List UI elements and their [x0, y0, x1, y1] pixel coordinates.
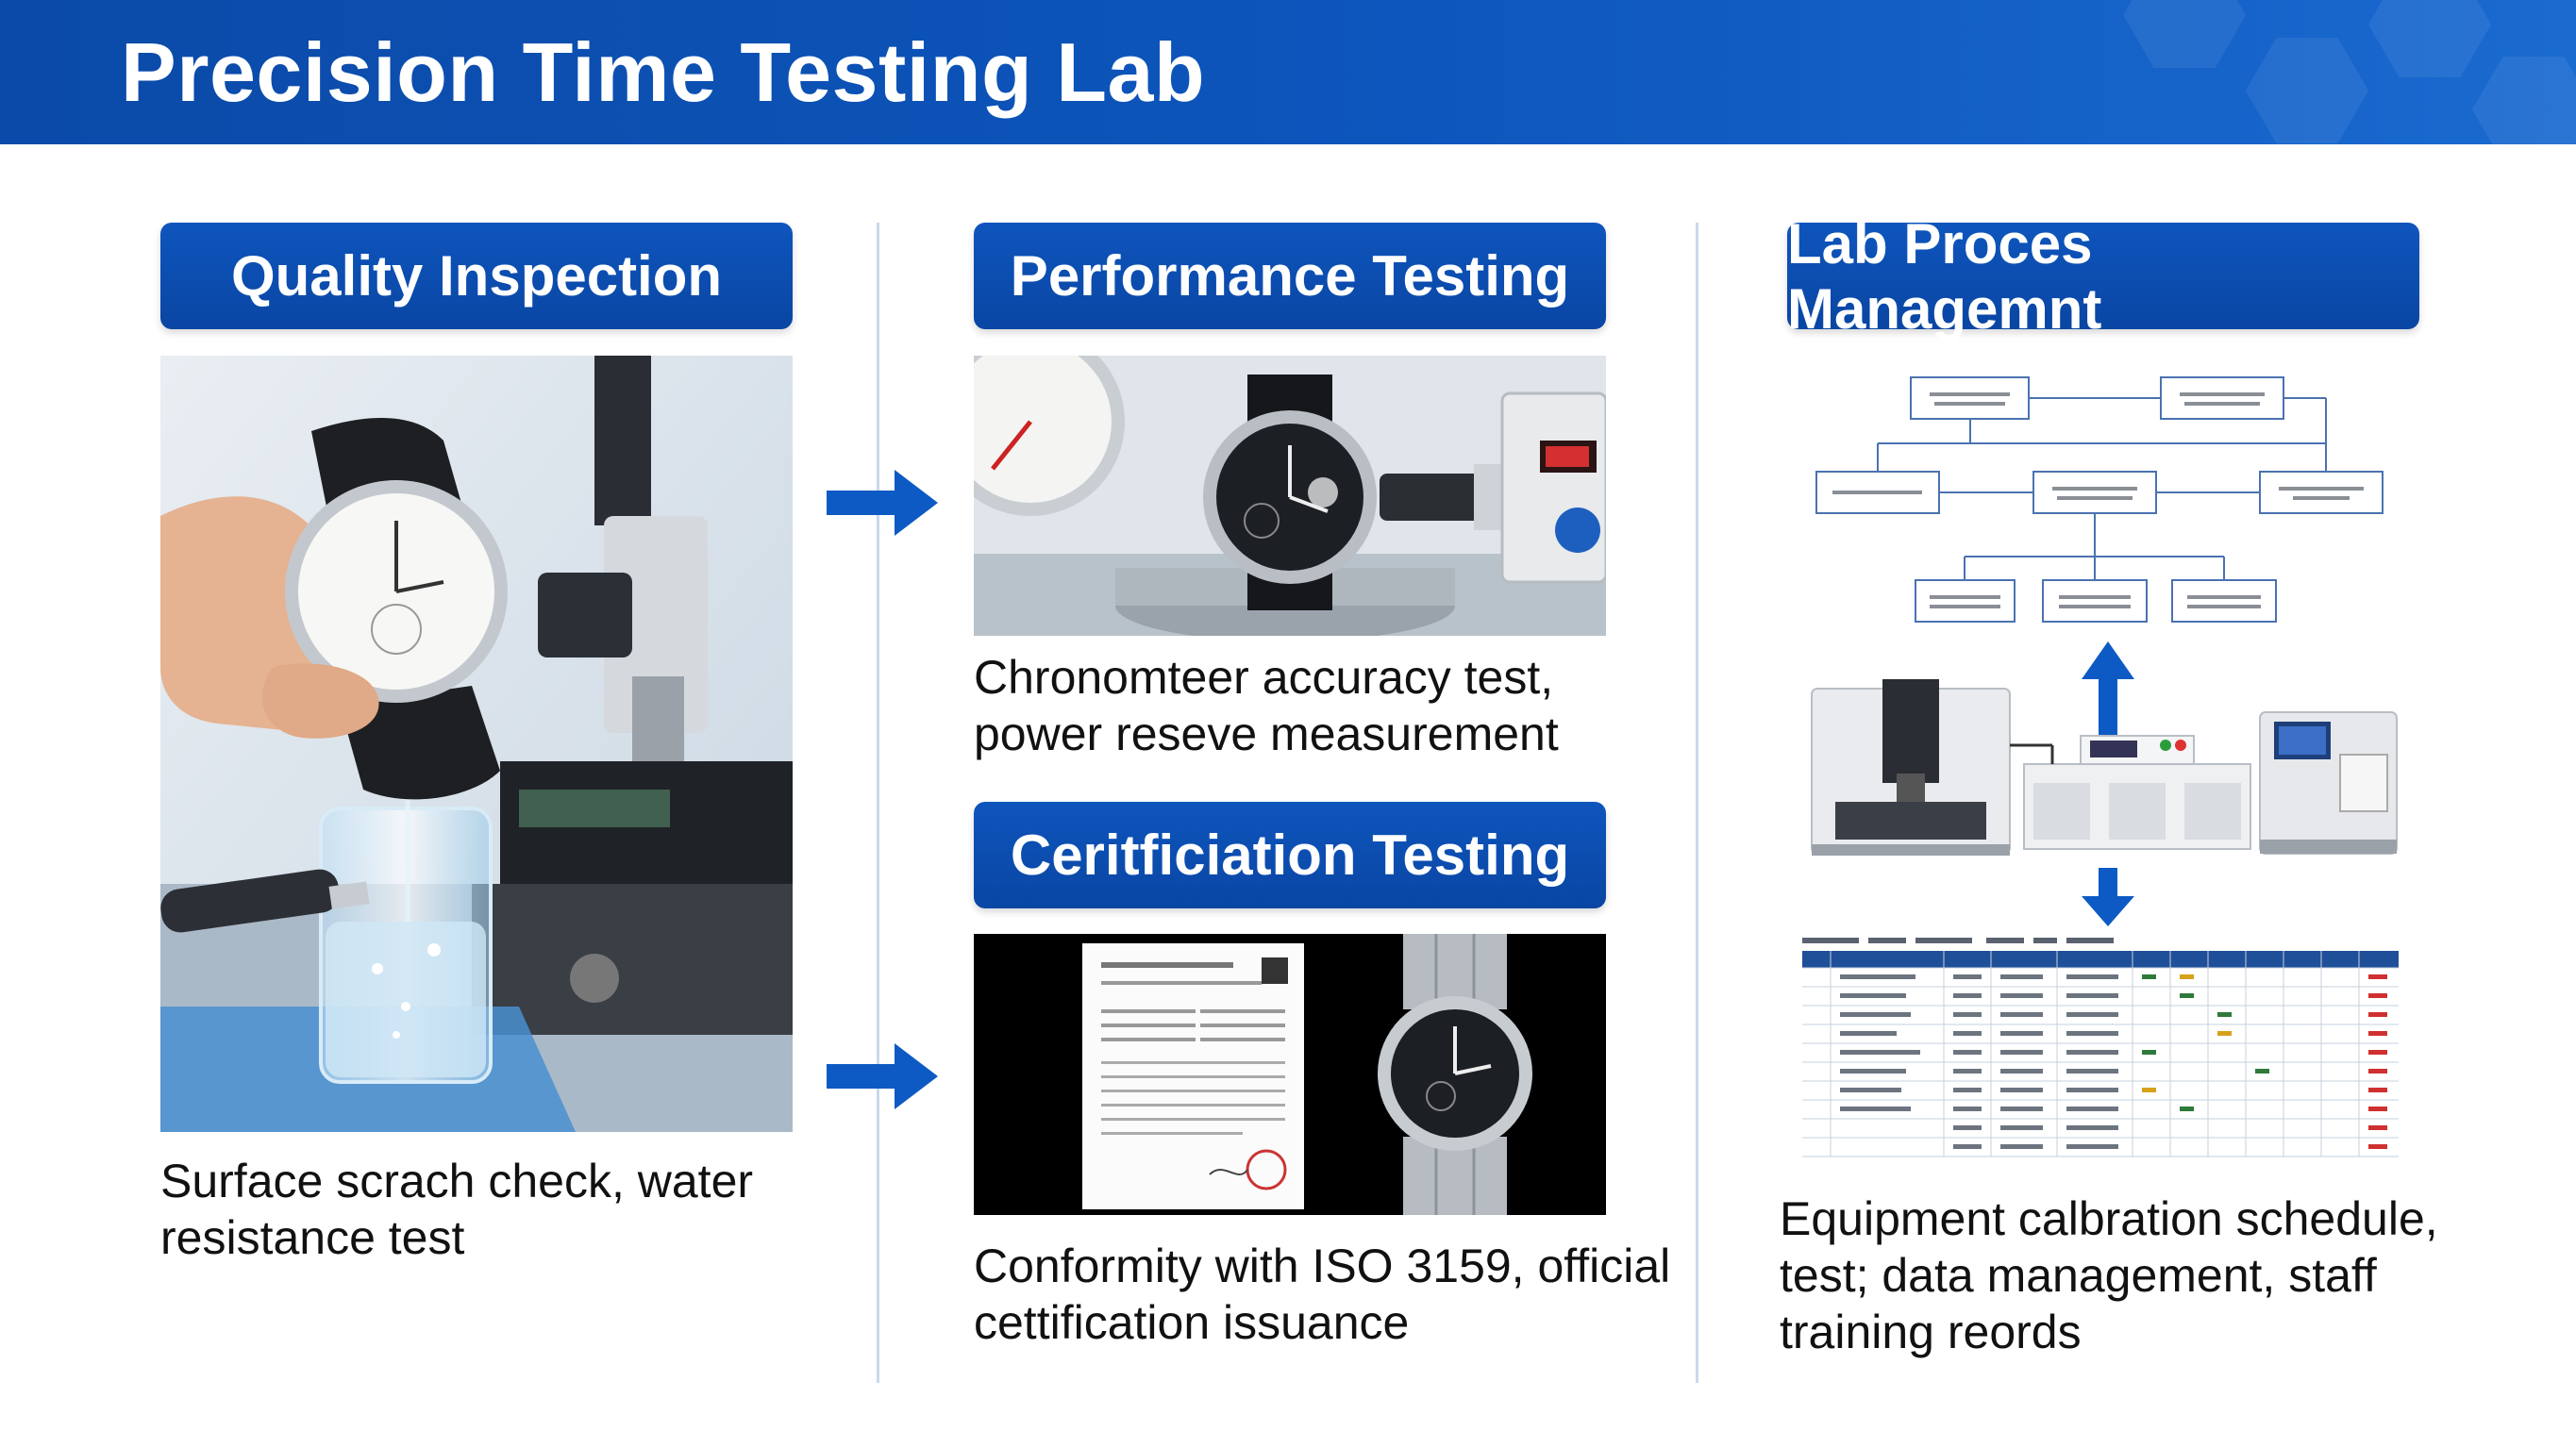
hexagon-decoration: [2246, 38, 2368, 143]
caption-line: test; data management, staff: [1780, 1249, 2377, 1302]
certification-testing-caption: Conformity with ISO 3159, official cetti…: [974, 1238, 1670, 1351]
lab-process-management-heading: Lab Proces Managemnt: [1787, 212, 2419, 341]
column-divider: [877, 223, 879, 1383]
title-banner: Precision Time Testing Lab: [0, 0, 2576, 144]
quality-inspection-caption: Surface scrach check, water resistance t…: [160, 1153, 753, 1266]
hexagon-decoration: [2368, 0, 2491, 77]
quality-inspection-photo: [160, 356, 793, 1132]
hexagon-decoration: [2123, 0, 2246, 68]
watch-test-bench-illustration: [974, 356, 1606, 636]
down-arrow-icon: [2082, 868, 2134, 926]
caption-line: training reords: [1780, 1306, 2082, 1358]
caption-line: Conformity with ISO 3159, official: [974, 1240, 1671, 1292]
caption-line: Surface scrach check, water: [160, 1155, 754, 1207]
quality-inspection-heading: Quality Inspection: [160, 223, 793, 329]
caption-line: Chronomteer accuracy test,: [974, 651, 1554, 704]
lab-process-management-caption: Equipment calbration schedule, test; dat…: [1780, 1190, 2438, 1360]
process-flowchart: [1815, 376, 2384, 623]
caption-line: resistance test: [160, 1211, 465, 1264]
performance-testing-photo: [974, 356, 1606, 636]
data-table-illustration: [1802, 934, 2399, 1160]
column-divider: [1696, 223, 1698, 1383]
caption-line: Equipment calbration schedule,: [1780, 1192, 2438, 1245]
hexagon-decoration: [2472, 57, 2576, 144]
lab-equipment-illustration: [1811, 679, 2398, 856]
performance-testing-caption: Chronomteer accuracy test, power reseve …: [974, 649, 1559, 762]
performance-testing-heading: Performance Testing: [974, 223, 1606, 329]
certification-testing-heading: Ceritficiation Testing: [974, 802, 1606, 908]
certification-testing-photo: [974, 934, 1606, 1215]
right-arrow-icon: [827, 470, 938, 536]
right-arrow-icon: [827, 1043, 938, 1109]
certificate-and-watch-illustration: [974, 934, 1606, 1215]
caption-line: power reseve measurement: [974, 707, 1559, 760]
page-title: Precision Time Testing Lab: [121, 25, 1206, 119]
watch-microscope-illustration: [160, 356, 793, 1132]
up-arrow-icon: [2082, 641, 2134, 736]
caption-line: cettification issuance: [974, 1296, 1410, 1349]
